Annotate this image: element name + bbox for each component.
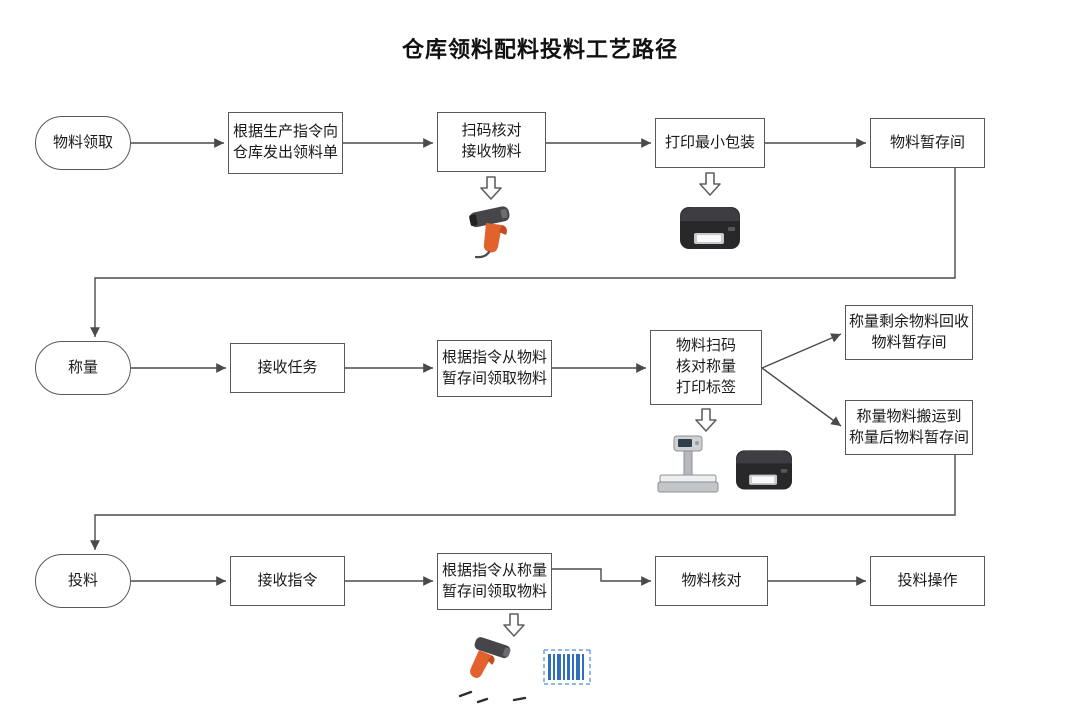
connector bbox=[761, 333, 842, 369]
barcode-scanner-icon bbox=[462, 199, 520, 259]
flow-node-label: 物料扫码 核对称量 打印标签 bbox=[675, 337, 736, 396]
label-printer-icon bbox=[732, 441, 796, 497]
flow-node-label: 根据指令从物料 暂存间领取物料 bbox=[441, 348, 547, 387]
scanner-scanning-barcode-icon bbox=[448, 632, 598, 707]
connector-group bbox=[90, 138, 956, 586]
flow-node-label: 称量 bbox=[67, 358, 98, 376]
flow-node-label: 称量剩余物料回收 物料暂存间 bbox=[848, 312, 969, 351]
connector bbox=[90, 168, 956, 337]
flow-node-print-min-package: 打印最小包装 bbox=[655, 118, 765, 168]
flow-node-material-check: 物料核对 bbox=[655, 556, 768, 606]
flow-node-label: 物料领取 bbox=[52, 133, 113, 151]
flow-node-label: 物料核对 bbox=[681, 571, 742, 589]
flow-node-receive-instruction: 接收指令 bbox=[230, 556, 345, 606]
diagram-title: 仓库领料配料投料工艺路径 bbox=[401, 37, 678, 62]
flow-node-label: 接收任务 bbox=[257, 358, 318, 376]
connector bbox=[552, 568, 651, 586]
flow-node-pick-from-weighing-staging: 根据指令从称量 暂存间领取物料 bbox=[437, 553, 552, 610]
flow-node-label: 投料操作 bbox=[897, 571, 958, 589]
down-block-arrow-icon bbox=[503, 613, 525, 637]
flow-node-material-staging-room: 物料暂存间 bbox=[870, 118, 985, 168]
label-printer-icon bbox=[676, 197, 744, 257]
flow-node-move-weighed-material: 称量物料搬运到 称量后物料暂存间 bbox=[845, 400, 973, 455]
flow-node-material-pickup: 物料领取 bbox=[35, 116, 131, 170]
flow-node-label: 称量物料搬运到 称量后物料暂存间 bbox=[848, 407, 969, 446]
flow-node-scan-receive: 扫码核对 接收物料 bbox=[437, 112, 546, 172]
down-block-arrow-icon bbox=[699, 172, 721, 196]
flow-node-weighing: 称量 bbox=[35, 341, 131, 395]
flow-node-label: 物料暂存间 bbox=[889, 133, 965, 151]
flow-node-feeding-operation: 投料操作 bbox=[870, 556, 985, 606]
flow-node-return-remaining-material: 称量剩余物料回收 物料暂存间 bbox=[845, 305, 973, 360]
flow-node-receive-task: 接收任务 bbox=[230, 343, 345, 393]
down-block-arrow-icon bbox=[480, 176, 502, 200]
flow-node-label: 扫码核对 接收物料 bbox=[461, 122, 522, 160]
flow-node-label: 根据指令从称量 暂存间领取物料 bbox=[441, 561, 547, 600]
bench-scale-icon bbox=[652, 432, 724, 498]
flow-node-label: 接收指令 bbox=[257, 571, 318, 589]
flow-node-scan-weigh-print: 物料扫码 核对称量 打印标签 bbox=[650, 330, 762, 405]
flow-node-pick-from-staging: 根据指令从物料 暂存间领取物料 bbox=[437, 340, 552, 397]
down-block-arrow-icon bbox=[695, 408, 717, 432]
flow-node-label: 打印最小包装 bbox=[664, 133, 755, 151]
flow-node-feeding: 投料 bbox=[35, 554, 131, 608]
flow-node-issue-requisition: 根据生产指令向 仓库发出领料单 bbox=[228, 112, 343, 174]
flow-node-label: 根据生产指令向 仓库发出领料单 bbox=[232, 123, 338, 161]
flow-node-label: 投料 bbox=[67, 571, 98, 589]
connector bbox=[90, 455, 956, 550]
connector bbox=[761, 367, 842, 427]
